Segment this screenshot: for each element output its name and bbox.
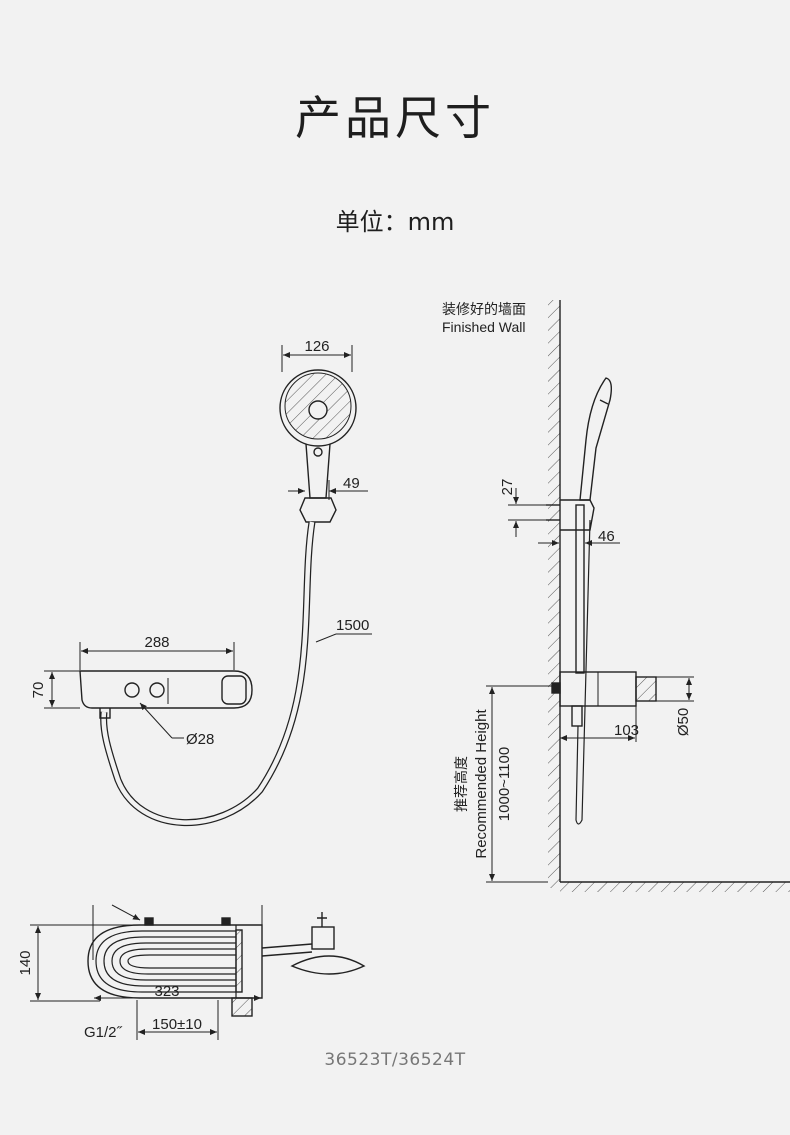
dim-bottom-depth bbox=[30, 924, 140, 1002]
dim-body-width-label: 288 bbox=[144, 634, 169, 651]
recommended-range: 1000~1100 bbox=[496, 747, 513, 821]
shower-holder bbox=[299, 497, 337, 523]
dim-bracket-offset-label: 46 bbox=[598, 528, 615, 545]
temperature-knob-side bbox=[635, 676, 657, 702]
dim-bracket-height bbox=[508, 488, 546, 537]
dim-holder-depth bbox=[288, 480, 368, 500]
unit-value: mm bbox=[407, 208, 455, 236]
dim-holder-depth-label: 49 bbox=[343, 475, 360, 492]
unit-label: 单位： bbox=[335, 208, 408, 236]
wall-hatch bbox=[548, 300, 560, 888]
wall-label-en: Finished Wall bbox=[442, 319, 526, 335]
shower-head-center bbox=[308, 400, 328, 420]
dim-body-height-label: 70 bbox=[30, 682, 47, 699]
outlet-side bbox=[571, 705, 583, 727]
dim-bottom-depth-label: 140 bbox=[17, 950, 34, 975]
hand-shower-front bbox=[100, 369, 357, 827]
dim-head-width bbox=[281, 345, 353, 372]
side-assembly bbox=[546, 377, 657, 825]
dim-head-width-label: 126 bbox=[304, 338, 329, 355]
model-number: 36523T/36524T bbox=[324, 1050, 466, 1070]
unit-line: 单位：mm bbox=[0, 202, 790, 237]
page-title: 产品尺寸 bbox=[295, 91, 495, 145]
button-1 bbox=[124, 682, 140, 698]
hand-shower-side bbox=[579, 377, 613, 501]
recommended-label-cn: 推荐高度 bbox=[453, 756, 470, 812]
floor-hatch bbox=[560, 882, 790, 892]
bottom-shower-head bbox=[290, 955, 366, 975]
slide-rail bbox=[575, 504, 585, 674]
shower-head-outline bbox=[279, 369, 357, 447]
thermostat-body bbox=[79, 670, 253, 709]
dim-body-diameter bbox=[656, 676, 694, 702]
bottom-grooves bbox=[95, 930, 236, 993]
dim-thread-label: G1/2˝ bbox=[84, 1024, 123, 1041]
dim-knob-diameter-label: Ø28 bbox=[186, 731, 214, 748]
dim-bracket-height-label: 27 bbox=[499, 479, 516, 496]
shower-hose bbox=[100, 521, 316, 827]
thermostat-bottom bbox=[87, 912, 366, 1017]
dim-body-width bbox=[79, 642, 235, 670]
dim-body-projection-label: 103 bbox=[614, 722, 639, 739]
button-2 bbox=[149, 682, 165, 698]
bottom-holder bbox=[311, 926, 335, 950]
dim-body-projection bbox=[560, 706, 637, 742]
dim-body-diameter-label: Ø50 bbox=[675, 708, 692, 736]
temperature-knob bbox=[221, 675, 247, 705]
recommended-label-en: Recommended Height bbox=[473, 709, 490, 859]
shower-handle bbox=[305, 443, 331, 499]
thermostat-front bbox=[79, 670, 253, 719]
dim-body-height bbox=[44, 670, 80, 709]
wall-label-cn: 装修好的墙面 bbox=[442, 302, 526, 318]
dim-inlet-spacing bbox=[136, 1000, 219, 1040]
dim-bracket-offset bbox=[538, 532, 620, 548]
dim-bottom-length bbox=[92, 904, 263, 1001]
bottom-knob bbox=[231, 997, 253, 1017]
dim-recommended-height bbox=[486, 685, 552, 883]
dim-hose-length-label: 1500 bbox=[336, 617, 369, 634]
dim-inlet-spacing-label: 150±10 bbox=[152, 1016, 202, 1033]
dim-bottom-length-label: 323 bbox=[154, 983, 179, 1000]
